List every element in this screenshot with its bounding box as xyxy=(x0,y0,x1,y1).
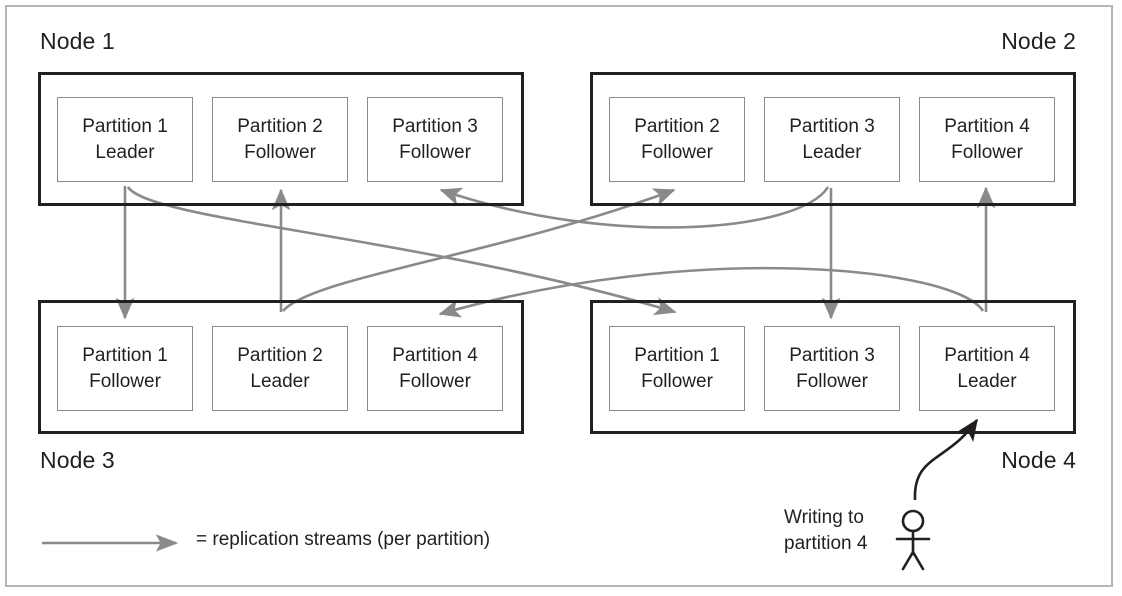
partition-node2-1[interactable]: Partition 3 Leader xyxy=(764,97,900,182)
partition-node2-2[interactable]: Partition 4 Follower xyxy=(919,97,1055,182)
partition-role: Follower xyxy=(89,370,161,392)
partition-role: Follower xyxy=(641,141,713,163)
partition-node3-2[interactable]: Partition 4 Follower xyxy=(367,326,503,411)
partition-name: Partition 3 xyxy=(789,344,875,366)
partition-name: Partition 1 xyxy=(634,344,720,366)
node-label-node2: Node 2 xyxy=(1001,28,1076,54)
partition-role: Leader xyxy=(957,370,1017,392)
node-label-node1: Node 1 xyxy=(40,28,115,54)
partition-node2-0[interactable]: Partition 2 Follower xyxy=(609,97,745,182)
partition-name: Partition 4 xyxy=(392,344,478,366)
partition-role: Leader xyxy=(95,141,155,163)
partition-name: Partition 3 xyxy=(392,115,478,137)
node-label-node3: Node 3 xyxy=(40,447,115,473)
partition-role: Leader xyxy=(250,370,310,392)
partition-role: Follower xyxy=(796,370,868,392)
node-label-node4: Node 4 xyxy=(1001,447,1076,473)
partition-name: Partition 4 xyxy=(944,115,1030,137)
client-writer-line2: partition 4 xyxy=(784,532,868,554)
partition-name: Partition 2 xyxy=(237,115,323,137)
node-box-node4[interactable] xyxy=(590,300,1076,434)
partition-name: Partition 4 xyxy=(944,344,1030,366)
partition-name: Partition 1 xyxy=(82,115,168,137)
partition-node3-1[interactable]: Partition 2 Leader xyxy=(212,326,348,411)
partition-role: Follower xyxy=(951,141,1023,163)
partition-role: Leader xyxy=(802,141,862,163)
partition-role: Follower xyxy=(244,141,316,163)
partition-name: Partition 2 xyxy=(237,344,323,366)
partition-name: Partition 3 xyxy=(789,115,875,137)
partition-role: Follower xyxy=(641,370,713,392)
partition-node1-0[interactable]: Partition 1 Leader xyxy=(57,97,193,182)
partition-name: Partition 1 xyxy=(82,344,168,366)
partition-node4-1[interactable]: Partition 3 Follower xyxy=(764,326,900,411)
partition-role: Follower xyxy=(399,141,471,163)
partition-name: Partition 2 xyxy=(634,115,720,137)
partition-node1-2[interactable]: Partition 3 Follower xyxy=(367,97,503,182)
node-box-node1[interactable] xyxy=(38,72,524,206)
node-box-node3[interactable] xyxy=(38,300,524,434)
node-box-node2[interactable] xyxy=(590,72,1076,206)
client-writer-label: Writing to partition 4 xyxy=(784,505,867,556)
partition-node4-2[interactable]: Partition 4 Leader xyxy=(919,326,1055,411)
partition-node3-0[interactable]: Partition 1 Follower xyxy=(57,326,193,411)
outer-frame xyxy=(5,5,1113,587)
legend-text: = replication streams (per partition) xyxy=(196,529,491,550)
partition-role: Follower xyxy=(399,370,471,392)
partition-node1-1[interactable]: Partition 2 Follower xyxy=(212,97,348,182)
client-writer-line1: Writing to xyxy=(784,507,864,528)
partition-node4-0[interactable]: Partition 1 Follower xyxy=(609,326,745,411)
